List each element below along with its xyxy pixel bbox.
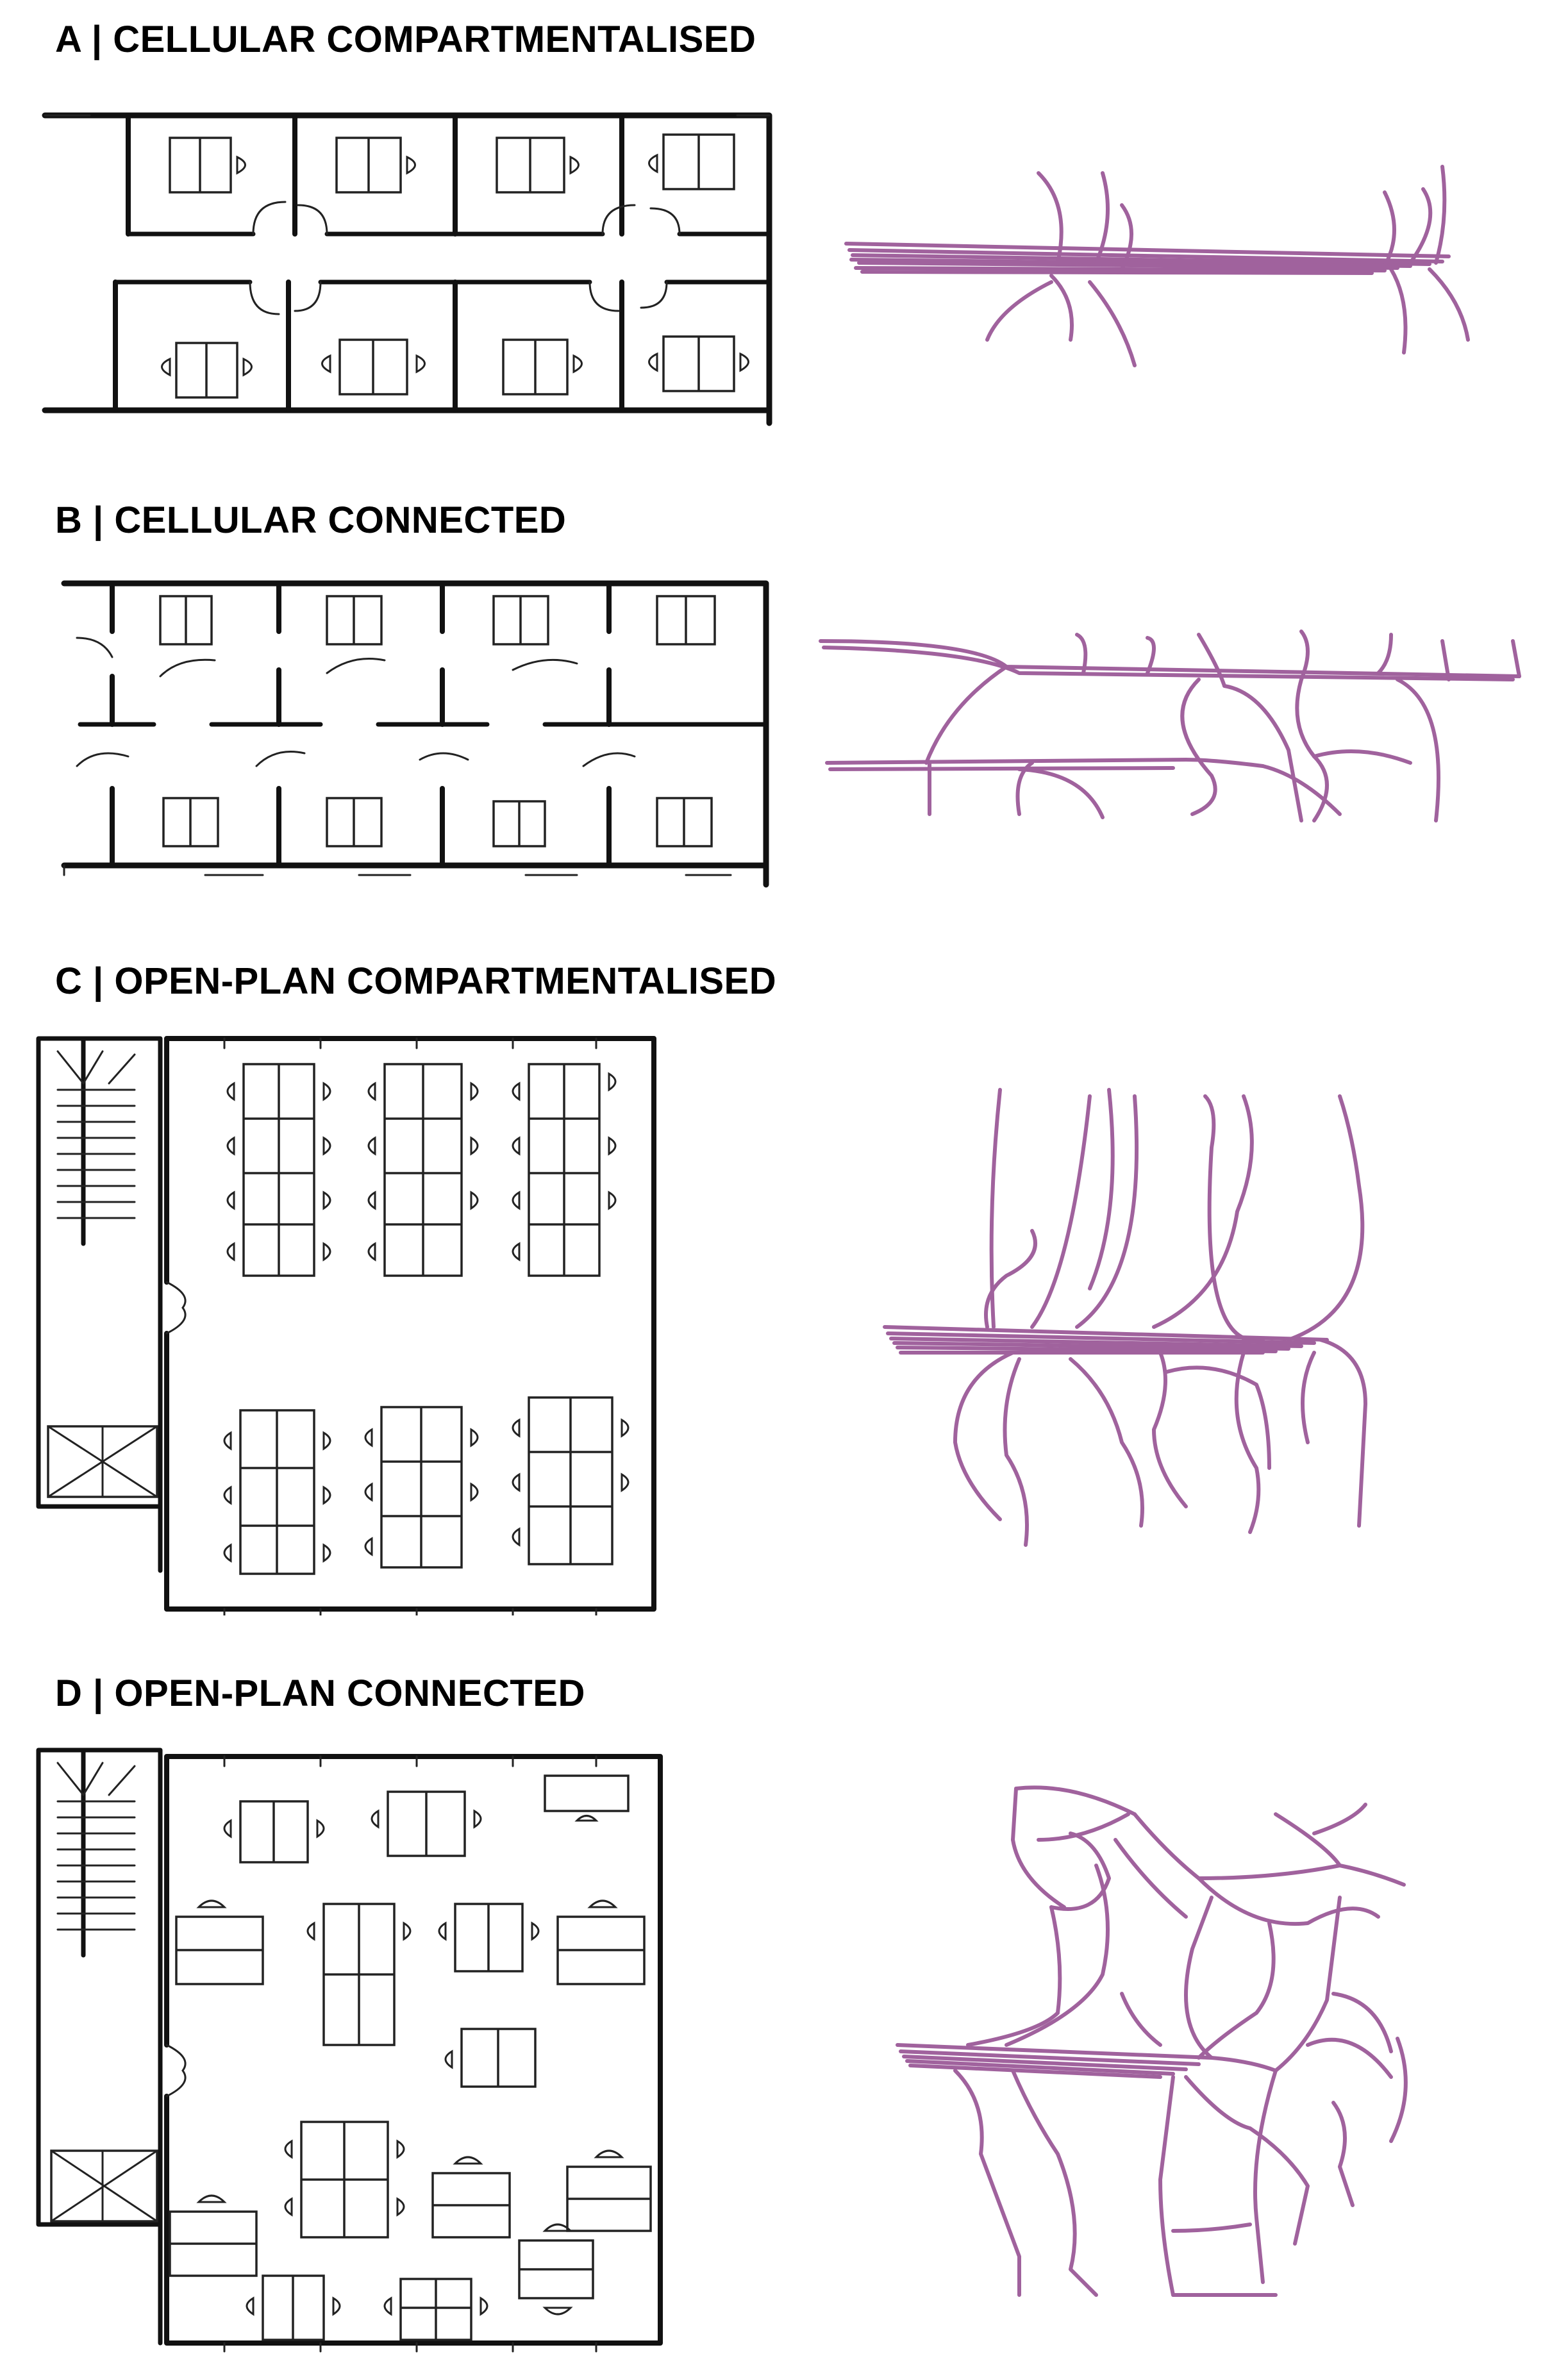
desk-group-b — [159, 595, 716, 847]
desk-cluster-c-top — [226, 1063, 617, 1277]
desk-group-a-bottom — [161, 335, 749, 399]
floor-plan-d — [36, 1748, 663, 2353]
movement-paths-c — [883, 1088, 1367, 1547]
floor-plan-c — [36, 1036, 656, 1615]
desk-cluster-c-bottom — [223, 1396, 630, 1575]
panel-title-c: C | OPEN-PLAN COMPARTMENTALISED — [55, 960, 777, 1002]
floor-plan-b — [61, 580, 769, 888]
desk-cluster-d — [169, 1774, 652, 2341]
desk-group-a-top — [169, 133, 735, 194]
floor-plan-a — [42, 112, 772, 426]
panel-title-b: B | CELLULAR CONNECTED — [55, 499, 567, 541]
movement-paths-d — [896, 1785, 1408, 2297]
movement-paths-b — [819, 630, 1521, 822]
movement-paths-a — [844, 165, 1470, 367]
panel-title-d: D | OPEN-PLAN CONNECTED — [55, 1673, 585, 1714]
panel-title-a: A | CELLULAR COMPARTMENTALISED — [55, 19, 756, 60]
